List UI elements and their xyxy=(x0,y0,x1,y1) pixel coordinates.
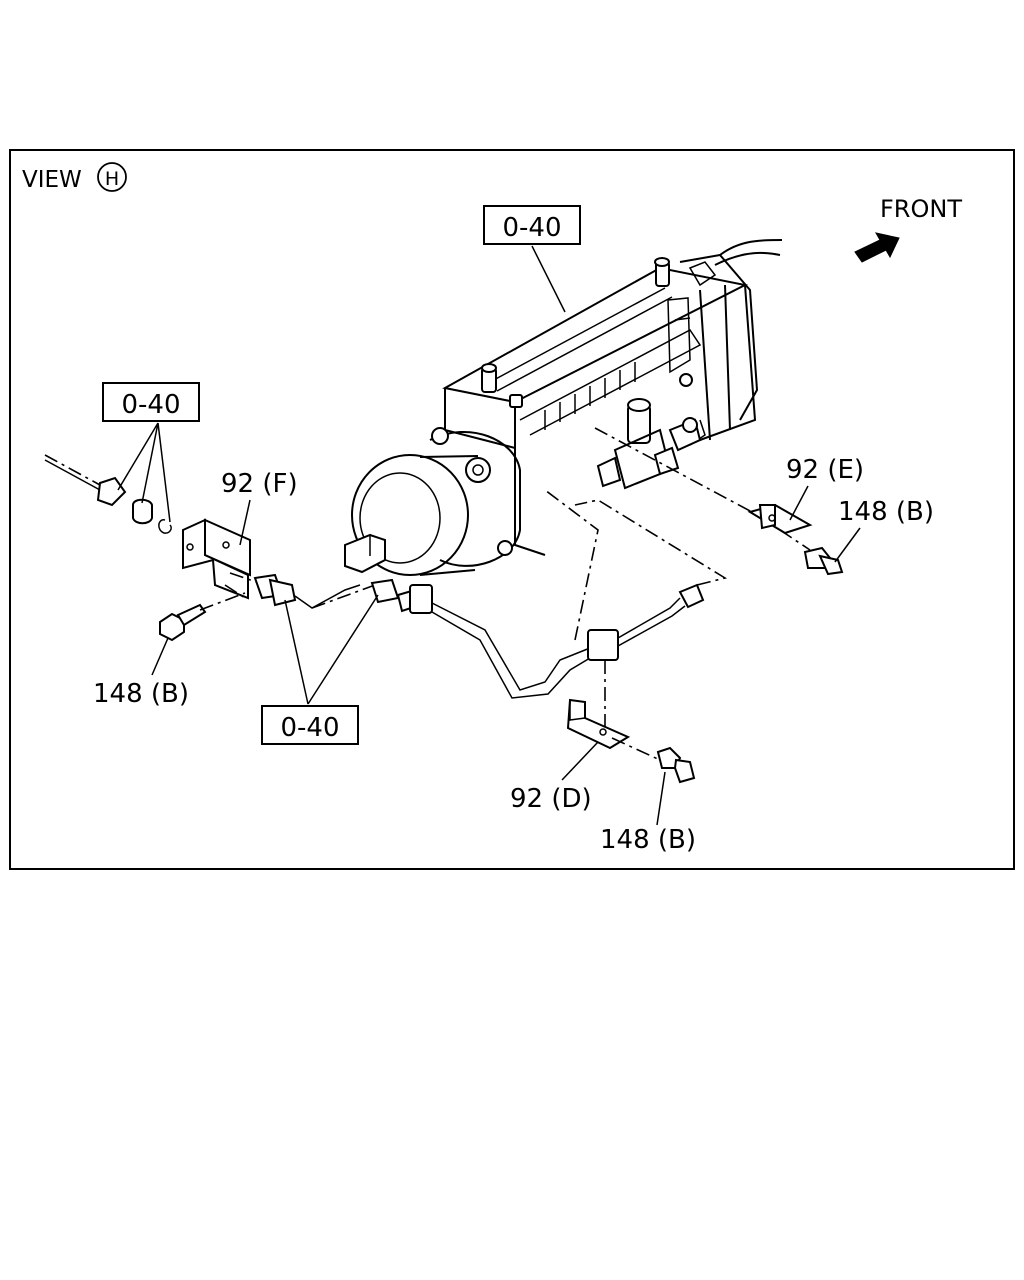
view-id: H xyxy=(105,168,119,190)
callout-box-pump xyxy=(483,205,581,245)
bracket-e xyxy=(594,427,813,535)
leader-fitting-bottom xyxy=(284,594,379,705)
pipe-assembly xyxy=(229,489,728,730)
leader-bracket-e xyxy=(789,485,809,521)
label-bolt-bottom: 148 (B) xyxy=(600,825,696,855)
label-bracket-e: 92 (E) xyxy=(786,455,864,485)
front-arrow-icon xyxy=(854,232,900,263)
leader-bracket-f xyxy=(239,499,251,546)
callout-box-fitting-bottom xyxy=(261,705,359,745)
label-bolt-right: 148 (B) xyxy=(838,497,934,527)
leader-bolt-bottom xyxy=(656,771,666,826)
label-bolt-left: 148 (B) xyxy=(93,679,189,709)
view-circle xyxy=(97,162,127,192)
view-label: VIEW H xyxy=(22,162,127,193)
leader-bolt-right xyxy=(834,527,861,563)
diagram-frame xyxy=(9,149,1015,870)
bolt-bottom xyxy=(656,746,696,784)
leader-bracket-d xyxy=(561,741,599,781)
label-bracket-f: 92 (F) xyxy=(221,469,298,499)
bolt-left xyxy=(159,592,246,642)
left-pipe-fittings xyxy=(44,454,172,534)
bolt-right xyxy=(779,529,844,576)
front-indicator: FRONT xyxy=(854,195,962,263)
callout-fitting-bottom: 0-40 xyxy=(280,713,339,743)
view-text: VIEW xyxy=(22,167,82,193)
bracket-f xyxy=(182,518,251,600)
callout-fitting-left: 0-40 xyxy=(121,390,180,420)
bracket-d xyxy=(566,698,661,761)
label-bracket-d: 92 (D) xyxy=(510,784,592,814)
leader-fitting-left xyxy=(117,422,171,523)
injection-pump xyxy=(344,239,783,576)
callout-pump-ref: 0-40 xyxy=(502,213,561,243)
front-label: FRONT xyxy=(880,195,962,223)
leader-bolt-left xyxy=(151,637,169,676)
leader-pump xyxy=(531,245,566,313)
callout-box-fitting-left xyxy=(102,382,200,422)
